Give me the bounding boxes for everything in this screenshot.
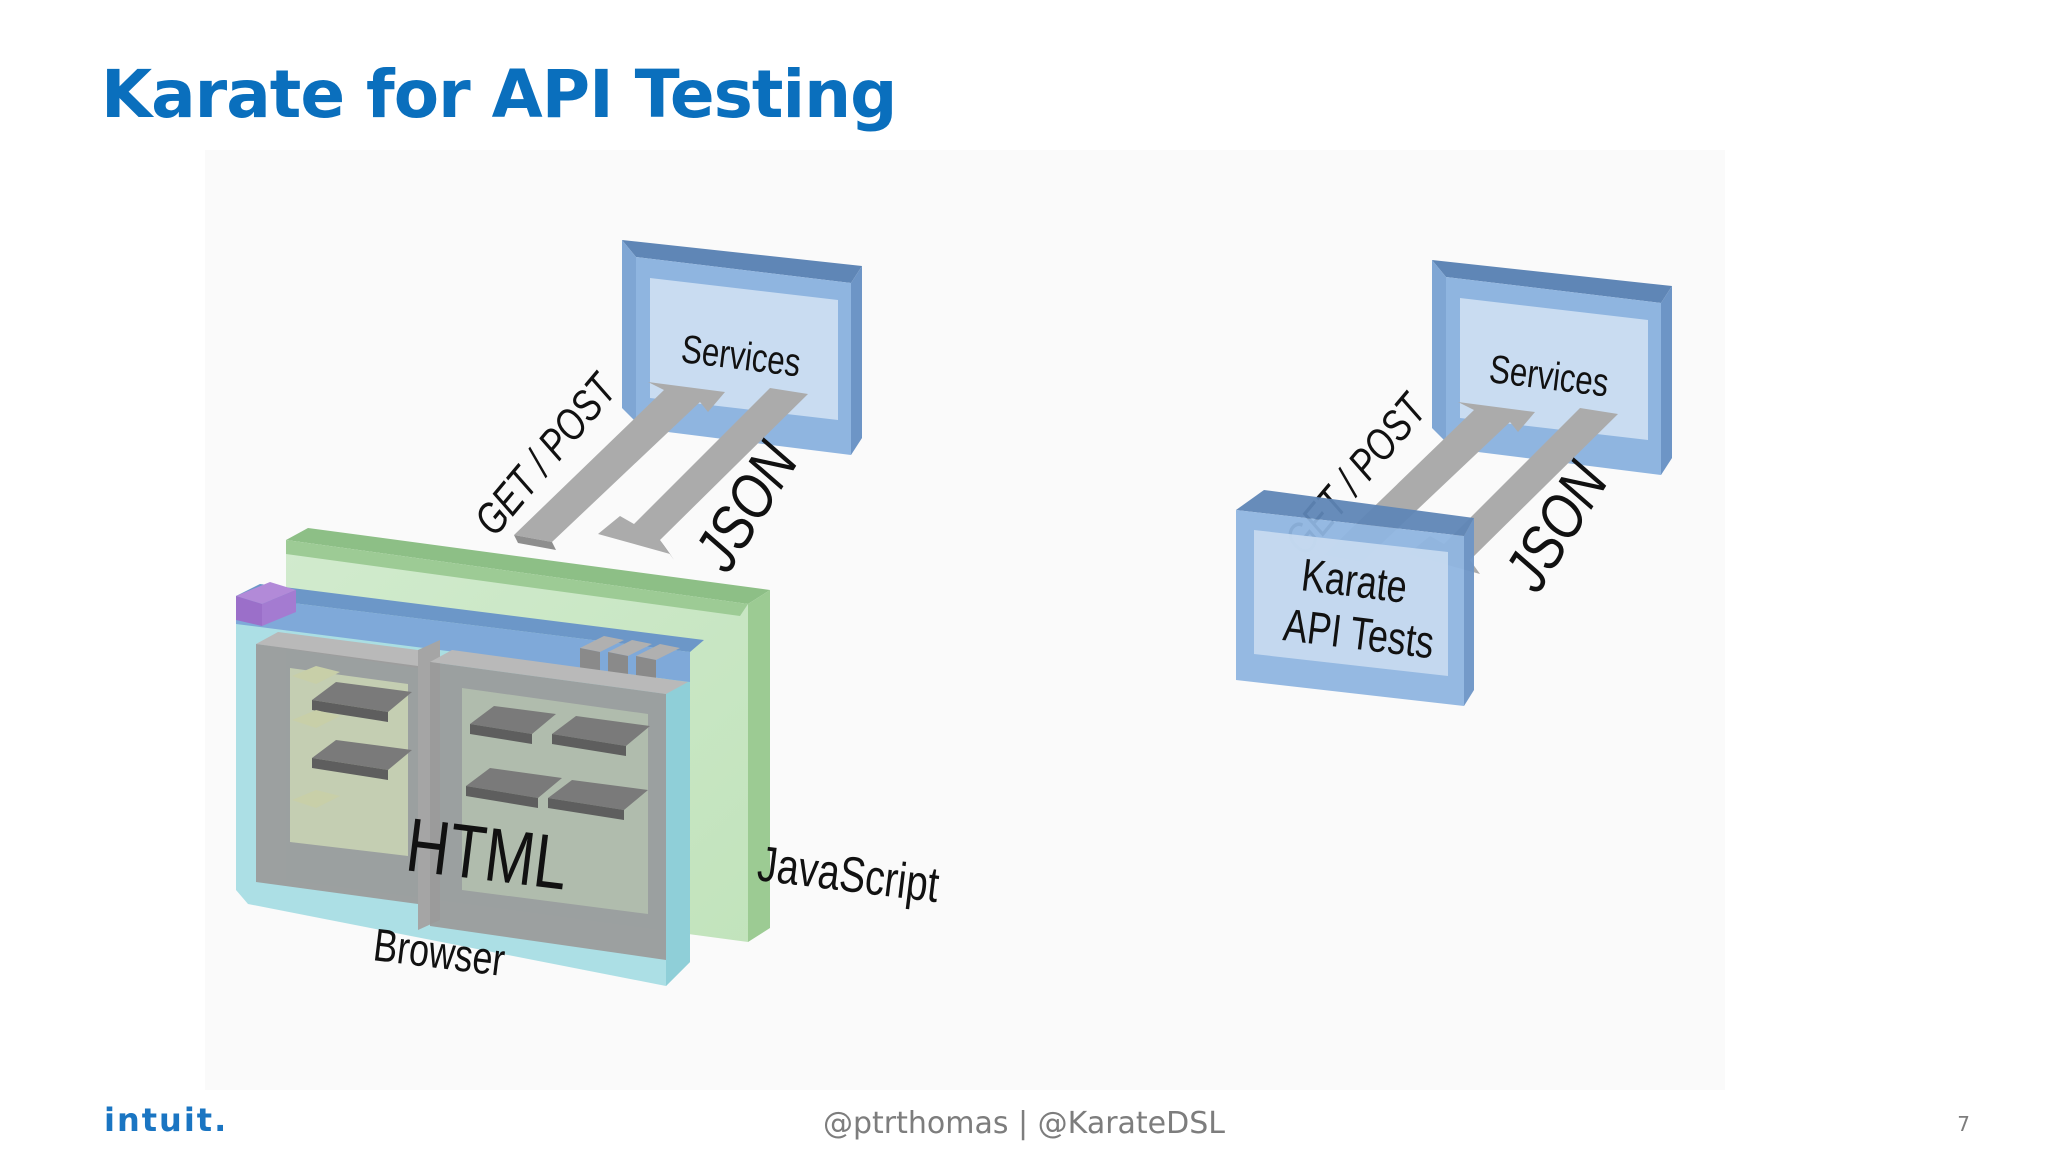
left-diagram: Services GET / POST JSON <box>236 240 943 986</box>
window-button-icon <box>236 582 296 626</box>
right-response-label: JSON <box>1491 451 1622 603</box>
footer-handles: @ptrthomas | @KarateDSL <box>822 1106 1225 1141</box>
page-number: 7 <box>1957 1112 1970 1136</box>
html-label: HTML <box>402 802 572 906</box>
left-request-arrow <box>514 382 725 550</box>
karate-tests-box: Karate API Tests <box>1236 490 1474 706</box>
right-diagram: Services GET / POST JSON Karate API Test… <box>1236 260 1672 706</box>
left-response-label: JSON <box>681 431 812 583</box>
html-content <box>256 632 688 960</box>
intuit-logo: intuit. <box>104 1101 229 1139</box>
karate-tests-label-line1: Karate <box>1299 549 1410 613</box>
content-tiles <box>312 682 650 820</box>
slide-title: Karate for API Testing <box>101 56 897 133</box>
left-response-arrow <box>598 388 808 560</box>
javascript-label: JavaScript <box>755 835 943 914</box>
